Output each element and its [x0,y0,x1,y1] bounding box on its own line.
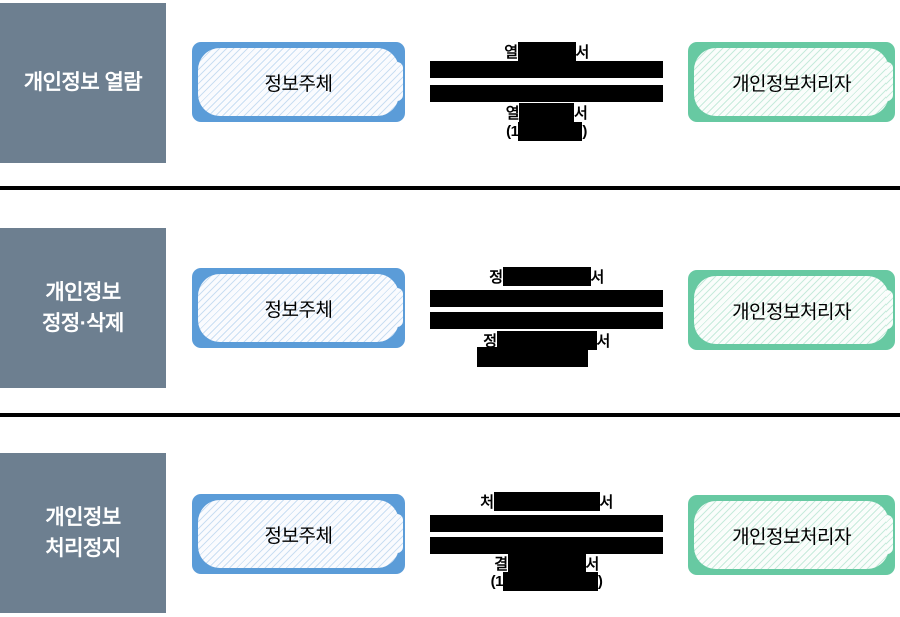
label-fragment: 서 [599,493,614,511]
label-fragment: 열 [504,43,518,61]
category-line: 처리정지 [45,537,121,560]
category-label-access: 개인정보 열람 [0,3,166,163]
label-fragment: 처 [480,493,494,511]
category-line: 개인정보 [45,280,121,304]
row-divider [0,186,900,190]
label-fragment: (1 [490,572,504,590]
data-subject-box-inner: 정보주체 [198,48,403,116]
data-subject-box-inner: 정보주체 [198,500,403,568]
redaction-box [496,330,597,350]
label-fragment: 서 [575,43,590,61]
redaction-box [493,491,600,511]
row-divider [0,413,900,417]
category-line: 정정·삭제 [42,312,124,335]
label-fragment: 서 [590,268,605,286]
category-line: 개인정보 [45,505,121,529]
category-label-processing-stop: 개인정보 처리정지 [0,453,166,613]
label-fragment: ) [597,572,603,590]
data-controller-label: 개인정보처리자 [732,73,851,95]
data-controller-box: 개인정보처리자 [688,42,895,122]
data-controller-box: 개인정보처리자 [688,270,895,350]
label-fragment: 서 [585,555,600,573]
category-line: 개인정보 열람 [23,71,143,95]
data-controller-box-inner: 개인정보처리자 [694,501,893,569]
redacted-arrow-bar [430,61,663,78]
label-fragment: (1 [506,122,519,140]
redaction-box [517,41,576,61]
label-fragment: ) [582,122,587,140]
data-controller-box: 개인정보처리자 [688,495,895,575]
label-fragment: 정 [489,268,503,286]
data-controller-box-inner: 개인정보처리자 [694,276,893,344]
data-subject-box: 정보주체 [192,268,405,348]
redaction-box [518,121,583,141]
data-subject-label: 정보주체 [264,525,333,547]
redaction-box [507,553,586,573]
redacted-arrow-bar [430,290,663,307]
redacted-arrow-bar [430,85,663,102]
data-controller-box-inner: 개인정보처리자 [694,48,893,116]
data-subject-box: 정보주체 [192,494,405,574]
redacted-arrow-bar [430,537,663,554]
category-label-correction-deletion: 개인정보 정정·삭제 [0,228,166,388]
label-fragment: 정 [483,332,497,350]
label-fragment: 열 [505,104,520,122]
label-fragment: 서 [596,332,611,350]
arrow-bottom-sublabel: (1) [430,121,663,141]
arrow-bottom-sublabel: (1) [430,571,663,591]
data-subject-box-inner: 정보주체 [198,274,403,342]
data-controller-label: 개인정보처리자 [732,301,851,323]
data-subject-box: 정보주체 [192,42,405,122]
redaction-box [502,571,598,591]
data-subject-label: 정보주체 [264,299,333,321]
data-subject-label: 정보주체 [264,73,333,95]
redaction-box [519,102,574,122]
label-fragment: 결 [494,555,508,573]
redacted-arrow-bar [430,515,663,532]
redaction-box [477,347,588,367]
data-controller-label: 개인정보처리자 [732,526,851,548]
label-fragment: 서 [574,104,588,122]
redaction-box [502,266,591,286]
redacted-arrow-bar [430,312,663,329]
